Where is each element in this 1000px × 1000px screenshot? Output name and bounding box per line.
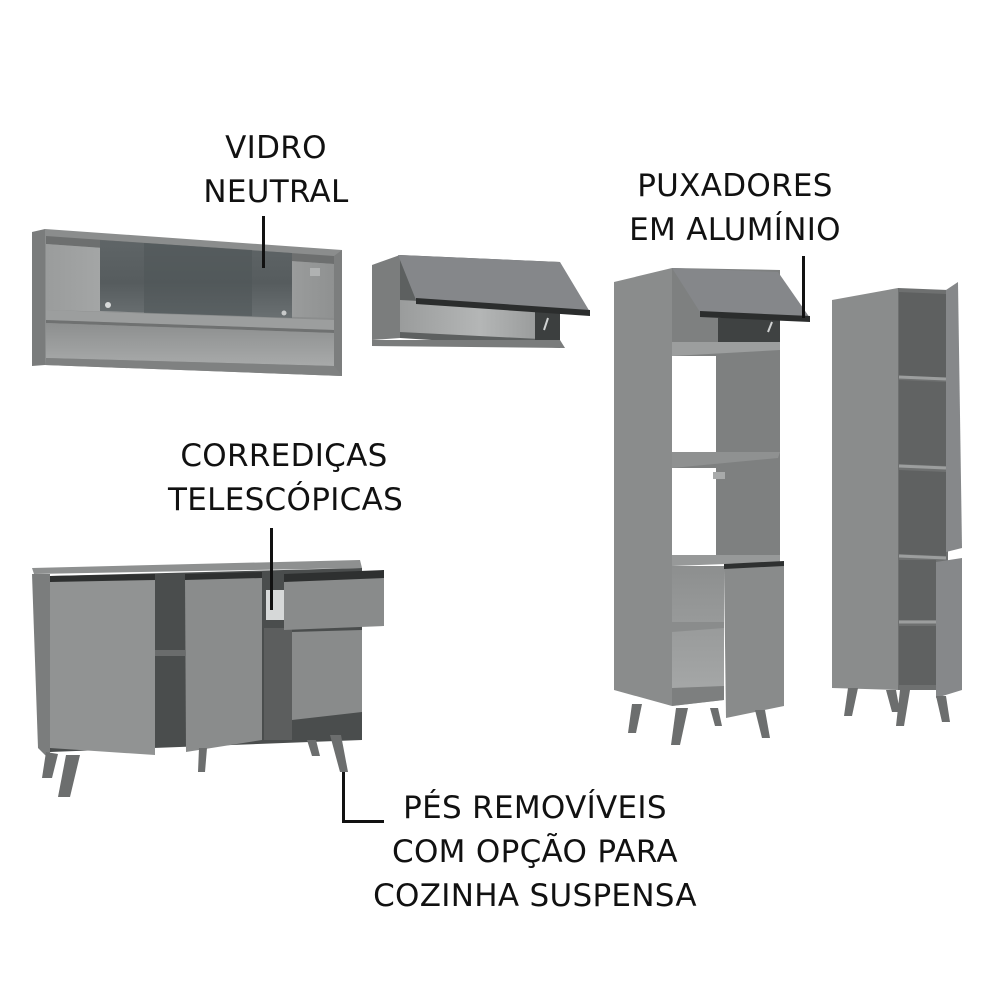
- lower-door: [724, 564, 784, 718]
- leader-line-slides: [270, 528, 273, 610]
- leg: [330, 735, 348, 772]
- leg: [42, 752, 58, 778]
- label-legs-line1: PÉS REMOVÍVEIS: [403, 790, 667, 826]
- label-glass: VIDRO NEUTRAL: [196, 126, 356, 214]
- right-door: [292, 630, 362, 720]
- label-slides-line2: TELESCÓPICAS: [168, 482, 404, 518]
- leg: [896, 690, 910, 726]
- label-handles-line1: PUXADORES: [637, 168, 833, 204]
- leg: [886, 690, 900, 712]
- label-legs-line3: COZINHA SUSPENSA: [373, 878, 697, 914]
- aluminum-handle: [284, 570, 384, 582]
- label-slides: CORREDIÇAS TELESCÓPICAS: [168, 434, 404, 522]
- flip-door: [398, 255, 590, 312]
- oven-tower: [614, 268, 810, 745]
- leg: [844, 688, 858, 716]
- drawer: [284, 576, 384, 630]
- label-legs: PÉS REMOVÍVEIS COM OPÇÃO PARA COZINHA SU…: [370, 786, 700, 918]
- aluminum-handle: [416, 298, 590, 316]
- leg: [671, 708, 688, 745]
- aluminum-handle: [700, 311, 810, 322]
- leader-line-handles: [802, 256, 805, 318]
- leader-line-glass: [262, 216, 265, 268]
- label-glass-line2: NEUTRAL: [203, 174, 349, 210]
- leg: [198, 748, 207, 772]
- left-door: [50, 578, 155, 755]
- lower-door: [936, 558, 962, 698]
- leg: [307, 740, 320, 756]
- leg: [628, 704, 642, 733]
- leader-line-legs-horizontal: [342, 820, 384, 823]
- pantry-tower: [832, 282, 962, 726]
- flip-door: [672, 268, 810, 318]
- leg: [710, 708, 722, 726]
- label-handles-line2: EM ALUMÍNIO: [629, 212, 841, 248]
- leg: [936, 696, 950, 722]
- leg: [58, 755, 80, 797]
- flip-wall-cabinet: [372, 255, 590, 348]
- sideboard: [32, 560, 384, 797]
- label-glass-line1: VIDRO: [225, 130, 327, 166]
- glass-wall-cabinet: [32, 229, 342, 376]
- label-slides-line1: CORREDIÇAS: [180, 438, 388, 474]
- label-legs-line2: COM OPÇÃO PARA: [392, 834, 678, 870]
- middle-door: [185, 576, 262, 752]
- upper-door: [946, 282, 962, 552]
- label-handles: PUXADORES EM ALUMÍNIO: [610, 164, 860, 252]
- leader-line-legs-vertical: [342, 772, 345, 823]
- leg: [755, 710, 770, 738]
